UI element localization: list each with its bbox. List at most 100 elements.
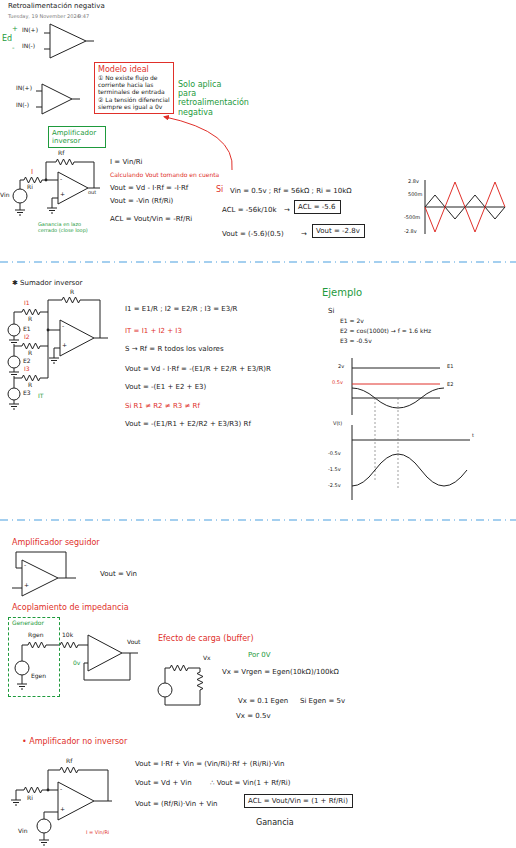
voltage-source [13, 189, 27, 203]
note-text: R [70, 289, 74, 296]
voltage-source [8, 324, 20, 336]
e1-line [352, 368, 440, 369]
note-text: 500m [408, 192, 422, 198]
voltage-source [37, 819, 51, 833]
note-text: Por 0V [248, 651, 271, 659]
circuit-wire [20, 159, 100, 210]
ground-symbol [17, 684, 27, 689]
note-text: Si R1 ≠ R2 ≠ R3 ≠ Rf [125, 402, 200, 410]
circuit-wire [14, 297, 108, 404]
note-text: R [28, 350, 32, 357]
note-text: Si [216, 185, 223, 194]
note-text: -500m [404, 215, 420, 221]
note-text: Vout = (Rf/Ri)·Vin + Vin [135, 800, 218, 808]
note-text: + [12, 25, 18, 33]
note-text: + [60, 806, 65, 813]
note-text: E3 = -0.5v [340, 338, 372, 345]
vout-wave [352, 454, 467, 486]
note-text: R [28, 316, 32, 323]
note-text: IN(+) [16, 85, 32, 92]
note-text: 2.8v [408, 179, 419, 185]
opamp-symbol [50, 24, 86, 58]
note-box: Generador [8, 617, 60, 697]
junction-dot [47, 329, 50, 332]
note-text: Rf [66, 758, 72, 765]
voltage-source [158, 683, 172, 697]
note-text: → [301, 230, 307, 238]
note-text: 2v [338, 364, 344, 370]
note-text: + [24, 582, 29, 589]
guide-line [375, 398, 398, 490]
note-text: -2.5v [328, 483, 341, 489]
note-text: Vx = Vrgen = Egen(10kΩ)/100kΩ [222, 668, 339, 676]
opamp-symbol [42, 84, 72, 114]
note-text: Ed [2, 34, 12, 43]
page-title: Retroalimentación negativa [8, 2, 105, 10]
opamp-pins [44, 33, 94, 49]
note-box: Amplificador inversor [48, 126, 106, 148]
note-text: • Amplificador no inversor [22, 737, 127, 746]
note-text: Vout = Vin [100, 570, 137, 578]
note-text: Rf [58, 150, 64, 157]
note-text: 9:47 [78, 14, 89, 20]
note-text: Vin [0, 192, 9, 199]
output-wave [425, 182, 505, 232]
note-text: E2 [23, 358, 31, 365]
note-text: Vin [18, 828, 27, 835]
note-text: Vout = Vd - I·Rf = -(E1/R + E2/R + E3/R)… [125, 365, 271, 373]
note-text: E1 [23, 326, 31, 333]
note-text: Vout = (-5.6)(0.5) [222, 230, 284, 238]
note-text: I [31, 168, 33, 176]
voltage-source [8, 388, 20, 400]
note-text: I2 [24, 334, 30, 341]
note-box: Modelo ideal① No existe flujo de corrien… [94, 62, 174, 114]
note-text: E1 [447, 364, 453, 370]
box-text: Vout = -2.8v [316, 227, 361, 235]
leader-arrow [164, 117, 232, 170]
note-text: IN(-) [16, 102, 29, 109]
note-text: I1 = E1/R ; I2 = E2/R ; I3 = E3/R [125, 305, 237, 313]
voltage-source [15, 661, 29, 675]
note-text: Ejemplo [322, 287, 362, 299]
note-text: Calculando Vout tomando en cuenta [110, 172, 219, 179]
note-text: IN(+) [22, 27, 38, 34]
note-text: IT = I1 + I2 + I3 [125, 327, 182, 335]
note-text: E2 = cos(1000t) → f = 1.6 kHz [340, 328, 431, 335]
ground-symbol [15, 208, 57, 215]
note-text: E2 [447, 382, 453, 388]
note-text: t [472, 433, 474, 439]
box-text: Amplificador inversor [52, 129, 102, 145]
note-text: Rgen [28, 632, 43, 639]
note-text: Vx [203, 655, 211, 662]
note-text: Si Egen = 5v [300, 697, 345, 705]
note-text: + [60, 191, 65, 198]
note-text: IN(-) [22, 43, 35, 50]
box-heading: Modelo ideal [98, 65, 170, 74]
opamp-symbol [58, 172, 88, 204]
note-text: Vx = 0.1 Egen [238, 697, 288, 705]
note-text: Solo aplica para retroalimentación negat… [178, 80, 240, 117]
box-text: Generador [12, 620, 56, 627]
opamp-pins [36, 91, 80, 107]
note-text: - [62, 323, 64, 330]
box-text: ACL = Vout/Vin = (1 + Rf/Ri) [248, 797, 349, 805]
box-text: ② La tensión diferencial siempre es igua… [98, 97, 170, 111]
ground-symbol [11, 800, 49, 845]
note-text: R [28, 382, 32, 389]
note-text: + [62, 342, 67, 349]
note-text: Vout [127, 639, 140, 646]
section-separator [0, 519, 516, 520]
opamp-symbol [88, 635, 122, 671]
graph-axis [425, 180, 505, 234]
note-text: 0.5v [332, 380, 343, 386]
note-text: 10k [62, 632, 73, 639]
box-text: ① No existe flujo de corriente hacia las… [98, 75, 170, 96]
opamp-symbol [60, 320, 94, 356]
note-text: - [60, 786, 62, 793]
note-text: Vout = Vd - I·Rf = -I·Rf [110, 184, 188, 192]
note-box: ACL = -5.6 [294, 200, 341, 214]
e3-line [352, 384, 440, 385]
note-text: 0v [73, 660, 80, 667]
circuit-wire [22, 642, 138, 684]
